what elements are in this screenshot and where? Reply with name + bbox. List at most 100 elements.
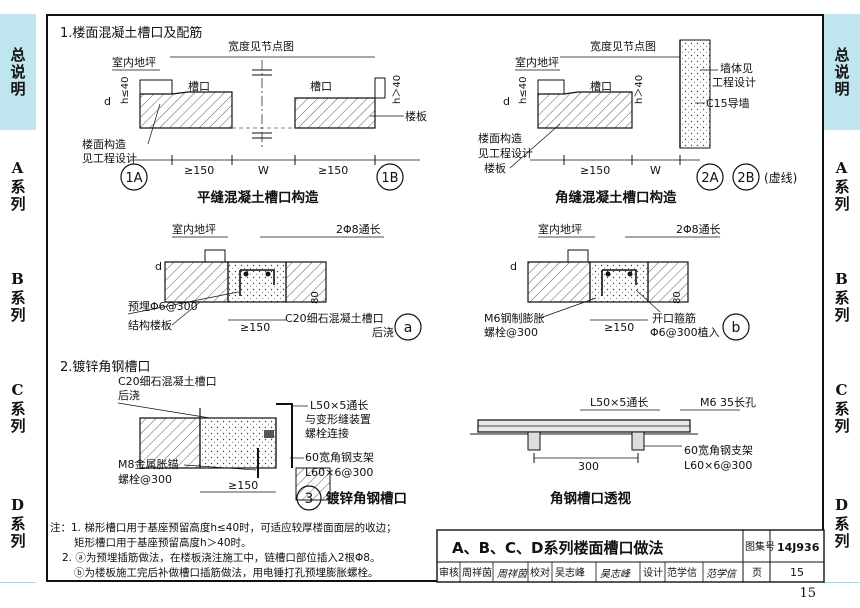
- marker-2b-dashed: (虚线): [764, 171, 797, 185]
- label-80-a: 80: [310, 291, 321, 304]
- dim-ge150-3: ≥150: [228, 479, 258, 492]
- title-block-design-sign: 范学信: [706, 568, 738, 580]
- detail-2a-2b: 宽度见节点图 室内地坪 槽口 h≤40 h＞40 d 墙体见 工程设计 C15导…: [478, 39, 797, 206]
- title-block-proof: 校对: [530, 566, 550, 579]
- label-m8-1: M8金属胀锚: [118, 457, 179, 471]
- detail-3: C20细石混凝土槽口 后浇 L50×5通长 与变形缝装置 螺栓连接 60宽角钢支…: [117, 374, 407, 511]
- marker-1b: 1B: [381, 171, 398, 186]
- label-structural-slab: 结构楼板: [128, 318, 172, 332]
- title-block-atlas-no: 14J936: [777, 541, 820, 554]
- left-tab-general[interactable]: 总说明: [0, 14, 36, 131]
- label-phi6-insert: Φ6@300植入: [650, 325, 720, 339]
- label-c20-a-1: C20细石混凝土槽口: [285, 311, 384, 325]
- marker-b: b: [732, 320, 741, 336]
- label-slot-3: 槽口: [590, 80, 612, 93]
- title-angle-perspective: 角钢槽口透视: [550, 490, 631, 507]
- label-m6-b-1: M6钢制膨胀: [484, 311, 545, 325]
- title-flat-joint: 平缝混凝土槽口构造: [197, 189, 319, 206]
- label-slab-2: 楼板: [484, 161, 506, 175]
- label-indoor-floor-4: 室内地坪: [538, 222, 582, 236]
- right-tab-general[interactable]: 总说明: [824, 14, 860, 131]
- right-tab-b-series[interactable]: B系列: [824, 242, 860, 353]
- label-floor-construction-1: 楼面构造: [82, 137, 126, 151]
- left-tab-c-series[interactable]: C系列: [0, 352, 36, 465]
- section-1-heading: 1.楼面混凝土槽口及配筋: [60, 25, 202, 41]
- left-tab-d-series[interactable]: D系列: [0, 464, 36, 583]
- label-m8-2: 螺栓@300: [118, 472, 172, 486]
- left-tab-a-series[interactable]: A系列: [0, 130, 36, 243]
- notes: 注：1. 梯形槽口用于基座预留高度h≤40时，可适应较厚楼面面层的收边； 矩形槽…: [50, 521, 397, 579]
- right-tab-d-series[interactable]: D系列: [824, 464, 860, 583]
- label-wall-design: 工程设计: [712, 76, 756, 89]
- label-see-design-1: 见工程设计: [82, 152, 137, 165]
- detail-b: 室内地坪 2Φ8通长 d 80 M6钢制膨胀 螺栓@300 ≥150 开口箍筋 …: [484, 222, 750, 341]
- label-h-le-40-1: h≤40: [120, 77, 131, 104]
- dim-w-1: W: [258, 164, 269, 177]
- label-see-design-2: 见工程设计: [478, 147, 533, 160]
- label-indoor-floor-2: 室内地坪: [515, 55, 559, 69]
- right-tab-c-series[interactable]: C系列: [824, 352, 860, 465]
- detail-1a-1b: 宽度见节点图 室内地坪 槽口 槽口 h≤40 h＞40 d 楼板 楼面构造 见工…: [82, 39, 427, 206]
- label-slot-2: 槽口: [310, 80, 332, 93]
- label-bracket-3: 60宽角钢支架: [305, 450, 374, 464]
- angle-perspective: L50×5通长 M6 35长孔 300 60宽角钢支架 L60×6@300 角钢…: [470, 396, 756, 507]
- detail-a: 室内地坪 2Φ8通长 d 80 预埋Φ6@300 结构楼板 ≥150 C20细石…: [127, 222, 422, 341]
- label-floor-construction-2: 楼面构造: [478, 131, 522, 145]
- marker-a: a: [404, 320, 413, 336]
- label-l60-3: L60×6@300: [305, 466, 373, 479]
- title-block: A、B、C、D系列楼面槽口做法 图集号 14J936 审核 周祥茵 周祥茵 校对…: [436, 529, 825, 583]
- dim-ge150-1a: ≥150: [184, 164, 214, 177]
- label-l50-3-1: L50×5通长: [310, 399, 368, 412]
- dim-ge150-b: ≥150: [604, 321, 634, 334]
- left-tab-b-series[interactable]: B系列: [0, 242, 36, 353]
- drawing-frame: [46, 14, 824, 582]
- title-block-proof-sign: 吴志峰: [600, 568, 631, 580]
- title-block-review: 审核: [439, 566, 459, 579]
- marker-1a: 1A: [125, 171, 142, 186]
- marker-2a: 2A: [701, 171, 718, 186]
- right-tab-a-series[interactable]: A系列: [824, 130, 860, 243]
- label-c20-3-2: 后浇: [118, 389, 140, 402]
- label-c20-a-2: 后浇: [372, 326, 394, 339]
- label-l50-perspective: L50×5通长: [590, 396, 648, 409]
- marker-3: 3: [305, 491, 314, 507]
- label-l60-p: L60×6@300: [684, 459, 752, 472]
- title-galvanized: 镀锌角钢槽口: [326, 490, 407, 507]
- label-slot-1: 槽口: [188, 80, 210, 93]
- title-block-designer: 范学信: [667, 566, 697, 579]
- label-h-gt-40-1: h＞40: [392, 75, 403, 104]
- title-block-main: A、B、C、D系列楼面槽口做法: [452, 539, 664, 557]
- label-open-hoop: 开口箍筋: [652, 311, 696, 325]
- label-2phi8-a: 2Φ8通长: [336, 223, 381, 236]
- label-l50-3-2: 与变形缝装置: [305, 412, 371, 426]
- dim-ge150-1b: ≥150: [318, 164, 348, 177]
- note-2: 2. ⓐ为预埋插筋做法，在楼板浇注施工中，链槽口部位插入2根Φ8。: [62, 551, 380, 564]
- title-block-atlas-label: 图集号: [745, 540, 775, 553]
- note-1b: 矩形槽口用于基座预留高度h＞40时。: [74, 536, 252, 549]
- section-2-heading: 2.镀锌角钢槽口: [60, 359, 150, 375]
- title-block-reviewer: 周祥茵: [462, 566, 492, 579]
- title-block-page-no: 15: [790, 566, 804, 579]
- label-indoor-floor-1: 室内地坪: [112, 55, 156, 69]
- title-block-design: 设计: [643, 566, 663, 579]
- label-l50-3-3: 螺栓连接: [305, 426, 349, 440]
- label-wall-see: 墙体见: [720, 61, 753, 75]
- title-block-proofer: 吴志峰: [555, 566, 585, 579]
- page-number: 15: [799, 586, 816, 601]
- note-1a: 注：1. 梯形槽口用于基座预留高度h≤40时，可适应较厚楼面面层的收边；: [50, 521, 397, 534]
- label-bracket-p: 60宽角钢支架: [684, 443, 753, 457]
- label-width-2: 宽度见节点图: [590, 39, 656, 53]
- dim-ge150-a: ≥150: [240, 321, 270, 334]
- label-width-1: 宽度见节点图: [228, 39, 294, 53]
- title-block-page-label: 页: [752, 567, 762, 579]
- label-c15-wall: C15导墙: [706, 96, 750, 110]
- dim-ge150-2: ≥150: [580, 164, 610, 177]
- label-m6-b-2: 螺栓@300: [484, 325, 538, 339]
- label-d-2: d: [503, 95, 510, 108]
- label-h-le-40-2: h≤40: [518, 77, 529, 104]
- label-slab-1: 楼板: [405, 109, 427, 123]
- marker-2b: 2B: [737, 171, 754, 186]
- dim-300: 300: [578, 460, 599, 473]
- note-3: ⓑ为楼板施工完后补做槽口插筋做法，用电锤打孔预埋膨胀螺栓。: [74, 566, 379, 579]
